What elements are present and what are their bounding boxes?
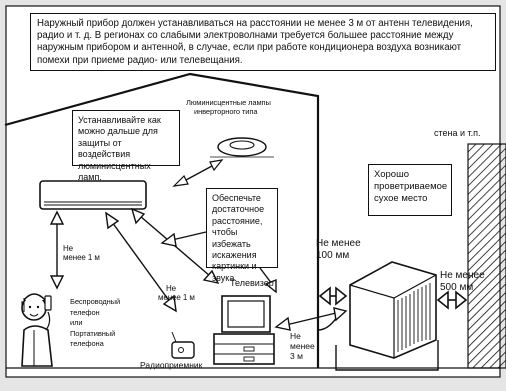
phone-label-line: телефон [70,307,100,317]
person-phone-icon [21,293,53,367]
lamp-note-text: Устанавливайте как можно дальше для защи… [78,115,161,183]
distance-note-box: Обеспечьте достаточное расстояние, чтобы… [206,188,278,283]
arrow-3m [274,307,348,331]
distance-note-text: Обеспечьте достаточное расстояние, чтобы… [212,193,265,283]
arrow-500mm [436,290,468,310]
lamps-label: Люминисцентные лампы инверторного типа [186,98,271,116]
dist-line: менее [290,340,315,351]
lamps-label-line: Люминисцентные лампы [186,98,271,107]
radio-icon [171,331,195,359]
arrow-100mm [318,286,348,306]
dist-line: 100 мм [316,249,350,261]
dist-line: менее 1 м [158,293,195,303]
dist-line: Не [63,244,74,253]
dist-line: менее 1 м [63,253,100,263]
dist-3m-label: Не менее 3 м [290,331,315,361]
dist-line: Не [166,284,177,293]
ventilated-note-text: Хорошо проветриваемое сухое место [374,169,448,204]
phone-label: Беспроводный телефон или Портативный тел… [70,297,120,350]
fluorescent-lamp-icon [210,137,274,158]
arrow-note-ac [160,231,207,247]
dist-500mm-label: Не менее 500 мм [440,270,485,293]
wall-label: стена и т.п. [434,128,481,138]
dist-1m-left-label: Не менее 1 м [63,244,100,262]
tv-label: Телевизор [230,278,274,288]
lamps-label-line: инверторного типа [194,106,258,116]
phone-label-line: Портативный [70,328,116,338]
house-outline [4,72,320,368]
arrow-ac-phone [49,210,65,290]
dist-line: 500 мм [440,281,474,293]
outdoor-unit-icon [317,261,439,371]
dist-1m-center-label: Не менее 1 м [158,284,195,302]
phone-label-line: Беспроводный [70,297,121,306]
dist-line: Не менее [316,238,361,249]
arrow-ac-radio [105,211,177,313]
phone-label-line: телефона [70,339,104,348]
dist-line: Не менее [440,270,485,281]
arrow-note-tv [259,267,277,294]
hatched-wall-icon [467,143,506,369]
radio-label: Радиоприемник [140,360,203,370]
tv-icon [213,295,275,365]
top-note-box: Наружный прибор должен устанавливаться н… [30,13,496,71]
lamp-ac-arrow [172,159,224,187]
lamp-note-box: Устанавливайте как можно дальше для защи… [72,110,180,182]
air-conditioner-icon [39,180,147,210]
top-note-text: Наружный прибор должен устанавливаться н… [37,18,473,66]
dist-line: 3 м [290,350,303,361]
ventilated-note-box: Хорошо проветриваемое сухое место [368,164,452,216]
phone-label-line: или [70,318,83,327]
dist-100mm-label: Не менее 100 мм [316,238,361,261]
dist-line: Не [290,331,301,341]
